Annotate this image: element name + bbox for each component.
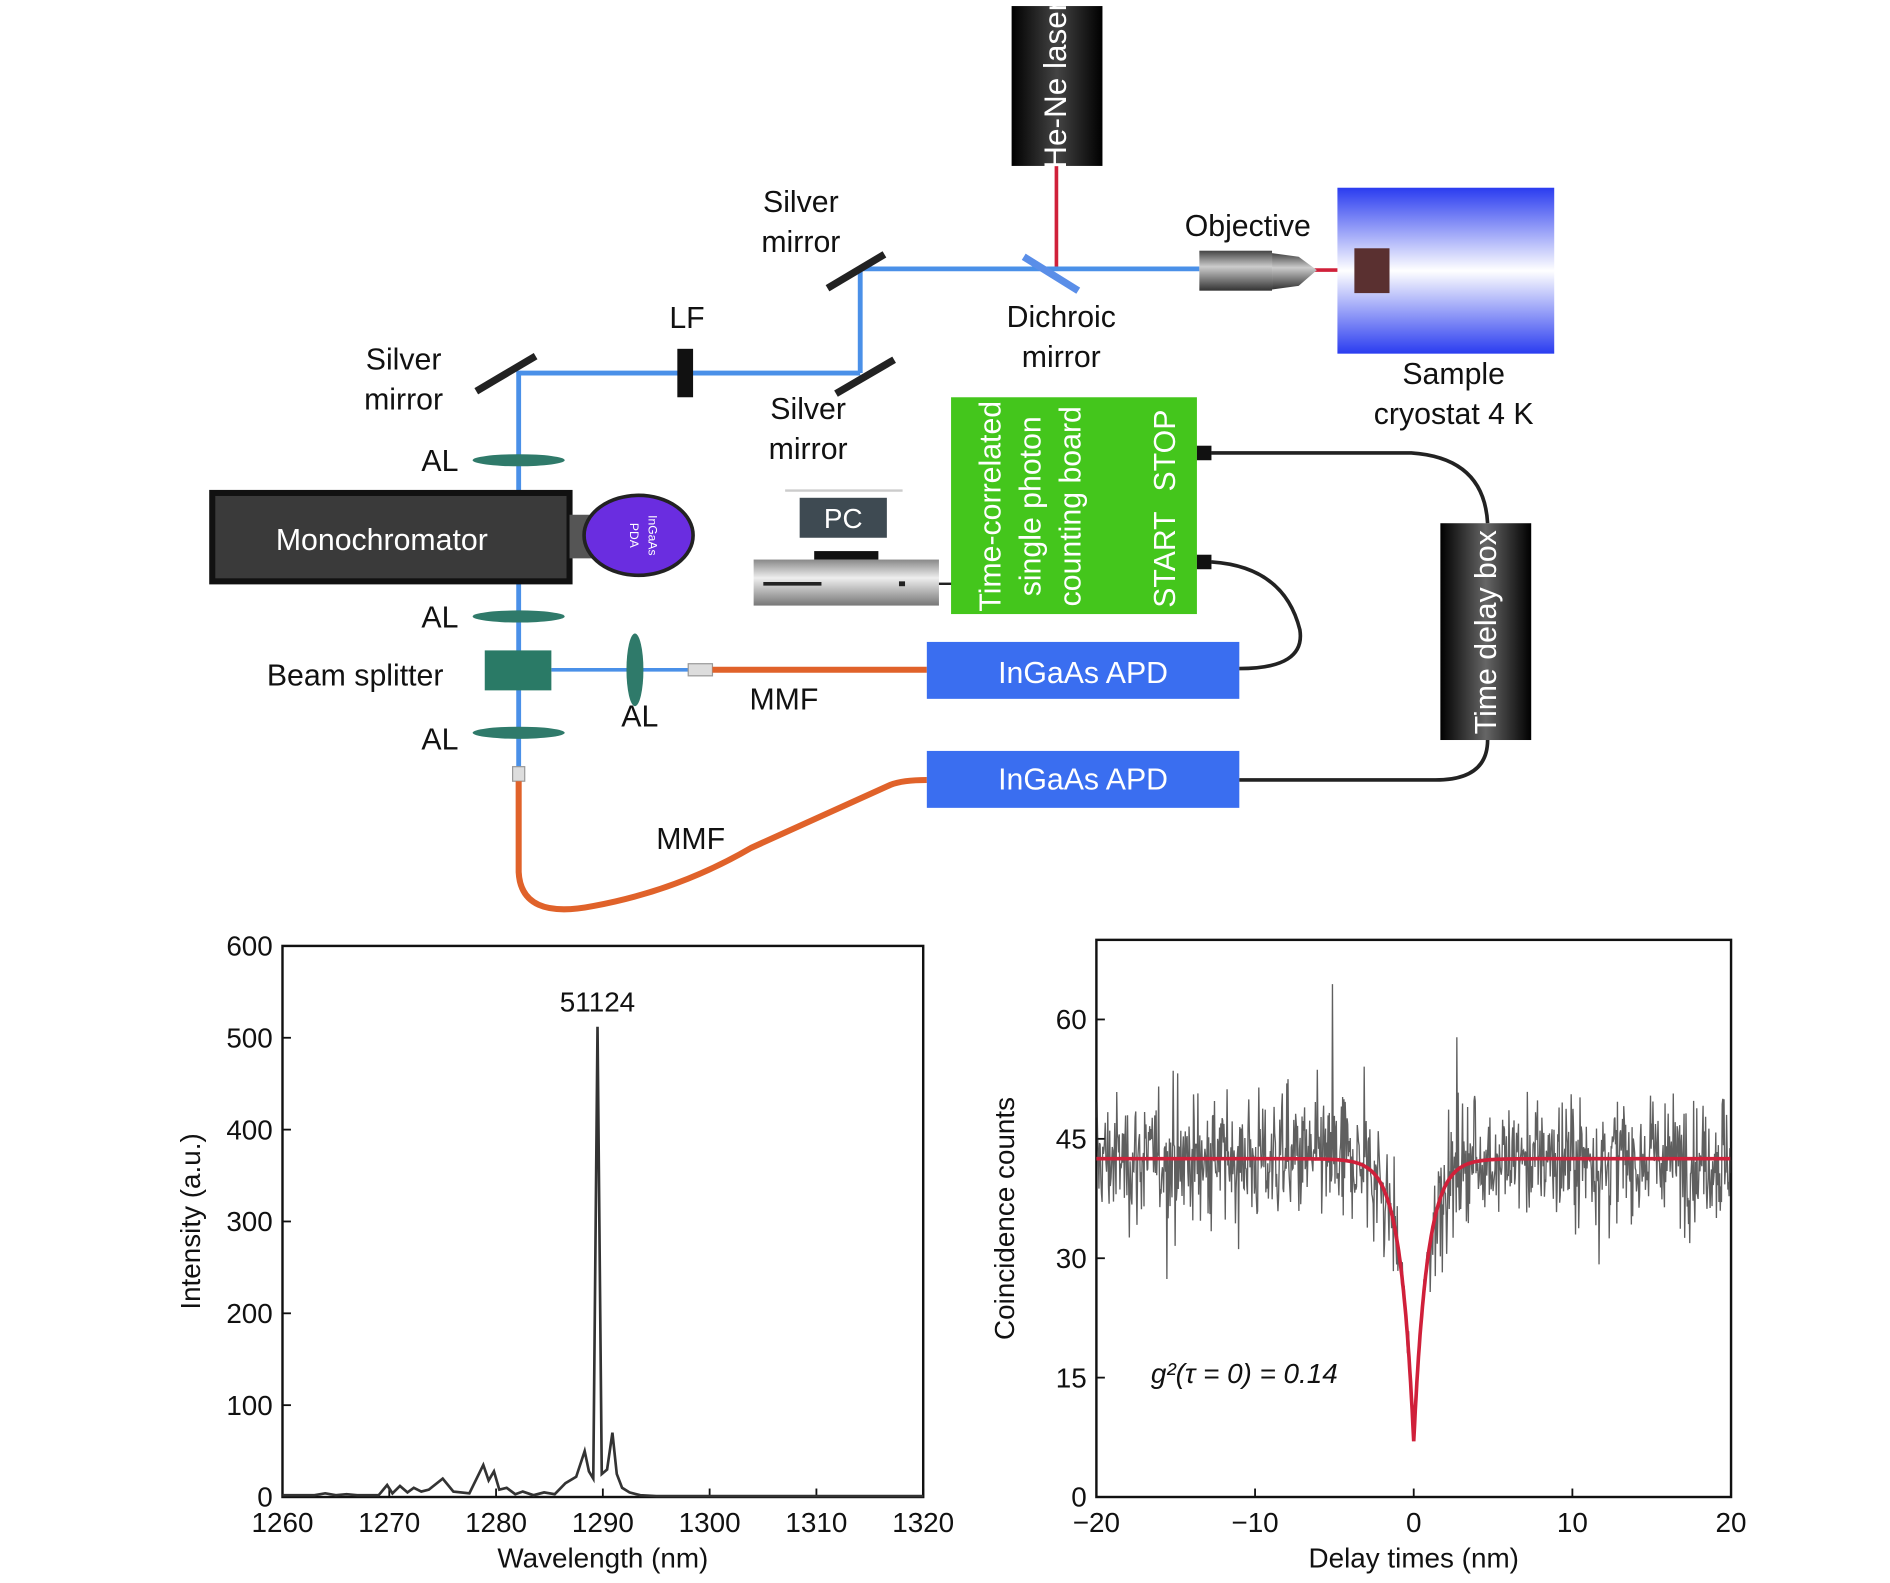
svg-text:AL: AL [421, 724, 458, 757]
tcspc-board: Time-correlated single photon counting b… [951, 397, 1212, 615]
x-tick-label: 1320 [892, 1507, 954, 1538]
x-tick-label: 10 [1557, 1507, 1588, 1538]
x-tick-label: 1260 [252, 1507, 314, 1538]
svg-text:PC: PC [824, 503, 863, 534]
lens-icon [472, 726, 565, 739]
svg-text:counting board: counting board [1055, 406, 1088, 606]
y-tick-label: 0 [1071, 1482, 1087, 1513]
y-tick-label: 100 [226, 1390, 272, 1421]
dichroic-mirror [1021, 253, 1081, 294]
fiber-connector [512, 766, 526, 782]
y-tick-label: 15 [1056, 1362, 1087, 1393]
y-tick-label: 400 [226, 1114, 272, 1145]
y-tick-label: 600 [226, 931, 272, 962]
y-tick-label: 200 [226, 1298, 272, 1329]
svg-text:InGaAs APD: InGaAs APD [998, 764, 1168, 797]
svg-text:cryostat 4 K: cryostat 4 K [1374, 398, 1534, 431]
svg-text:Monochromator: Monochromator [276, 524, 488, 557]
svg-text:InGaAs APD: InGaAs APD [998, 657, 1168, 690]
svg-text:STOP: STOP [1149, 410, 1182, 492]
spectrum-line [282, 1026, 924, 1498]
y-axis-label: Intensity (a.u.) [175, 1133, 206, 1309]
x-tick-label: 0 [1406, 1507, 1421, 1538]
svg-text:PDA: PDA [627, 523, 641, 549]
x-axis-label: Delay times (nm) [1309, 1542, 1519, 1573]
diagram-labels: Silver mirror LF Silver mirror Dichroic … [267, 186, 1534, 856]
y-tick-label: 60 [1056, 1004, 1087, 1035]
x-tick-label: 1270 [358, 1507, 420, 1538]
svg-text:Silver: Silver [366, 343, 442, 376]
fiber-lower [515, 776, 927, 913]
peak-annotation: 51124 [560, 986, 635, 1017]
y-tick-label: 45 [1056, 1124, 1087, 1155]
time-delay-box: Time delay box [1440, 523, 1532, 741]
objective [1199, 250, 1317, 291]
svg-text:Beam splitter: Beam splitter [267, 660, 444, 693]
svg-text:Objective: Objective [1185, 210, 1311, 243]
svg-text:AL: AL [421, 445, 458, 478]
spectrum-chart: 1260 1270 1280 1290 1300 1310 1320 0 100 200 300 40… [175, 931, 954, 1574]
pc: PC [753, 489, 953, 606]
beam-splitter [484, 650, 552, 691]
svg-text:MMF: MMF [656, 823, 725, 856]
fiber-connector [687, 663, 714, 677]
silver-mirror-left [474, 352, 538, 395]
x-tick-label: 20 [1716, 1507, 1747, 1538]
ingaas-pda: InGaAs PDA [569, 493, 695, 578]
svg-text:mirror: mirror [769, 433, 848, 466]
monochromator: Monochromator [209, 489, 573, 585]
he-ne-laser: He-Ne laser [1011, 1, 1103, 169]
lens-icon [472, 454, 565, 467]
svg-text:mirror: mirror [761, 226, 840, 259]
silver-mirror-mid [834, 356, 896, 397]
svg-text:Sample: Sample [1402, 358, 1505, 391]
svg-text:START: START [1149, 511, 1182, 607]
svg-text:AL: AL [621, 701, 658, 734]
svg-text:InGaAs: InGaAs [645, 515, 659, 555]
svg-text:Silver: Silver [770, 393, 846, 426]
x-tick-label: 1310 [785, 1507, 847, 1538]
svg-text:mirror: mirror [1022, 341, 1101, 374]
apd-lower: InGaAs APD [926, 750, 1240, 808]
svg-text:Time delay box: Time delay box [1470, 530, 1503, 734]
laser-label: He-Ne laser [1037, 1, 1073, 169]
x-tick-label: 1280 [465, 1507, 527, 1538]
g2-annotation: g²(τ = 0) = 0.14 [1151, 1358, 1338, 1389]
lens-icon [626, 633, 644, 707]
svg-text:mirror: mirror [364, 383, 443, 416]
plot-frame [281, 944, 925, 1499]
svg-text:MMF: MMF [749, 684, 818, 717]
sample [1354, 248, 1390, 294]
apd-upper: InGaAs APD [926, 641, 1240, 699]
svg-text:single photon: single photon [1015, 416, 1048, 596]
svg-text:Time-correlated: Time-correlated [975, 401, 1008, 612]
long-pass-filter [677, 348, 694, 398]
y-axis-label: Coincidence counts [989, 1097, 1020, 1340]
svg-text:Dichroic: Dichroic [1007, 301, 1116, 334]
y-tick-label: 300 [226, 1206, 272, 1237]
y-tick-label: 0 [257, 1482, 272, 1513]
lens-icon [472, 610, 565, 623]
y-tick-label: 500 [226, 1022, 272, 1053]
y-tick-label: 30 [1056, 1243, 1087, 1274]
x-axis-label: Wavelength (nm) [497, 1542, 708, 1573]
svg-text:Silver: Silver [763, 186, 839, 219]
svg-text:LF: LF [669, 302, 704, 335]
x-tick-label: −20 [1073, 1507, 1120, 1538]
x-tick-label: 1290 [572, 1507, 634, 1538]
x-tick-label: 1300 [679, 1507, 741, 1538]
x-tick-label: −10 [1231, 1507, 1278, 1538]
aspheric-lenses [472, 454, 644, 739]
fit-line [1096, 1156, 1731, 1442]
svg-text:AL: AL [421, 601, 458, 634]
signal-cables [1211, 451, 1490, 782]
silver-mirror-top [825, 251, 887, 292]
